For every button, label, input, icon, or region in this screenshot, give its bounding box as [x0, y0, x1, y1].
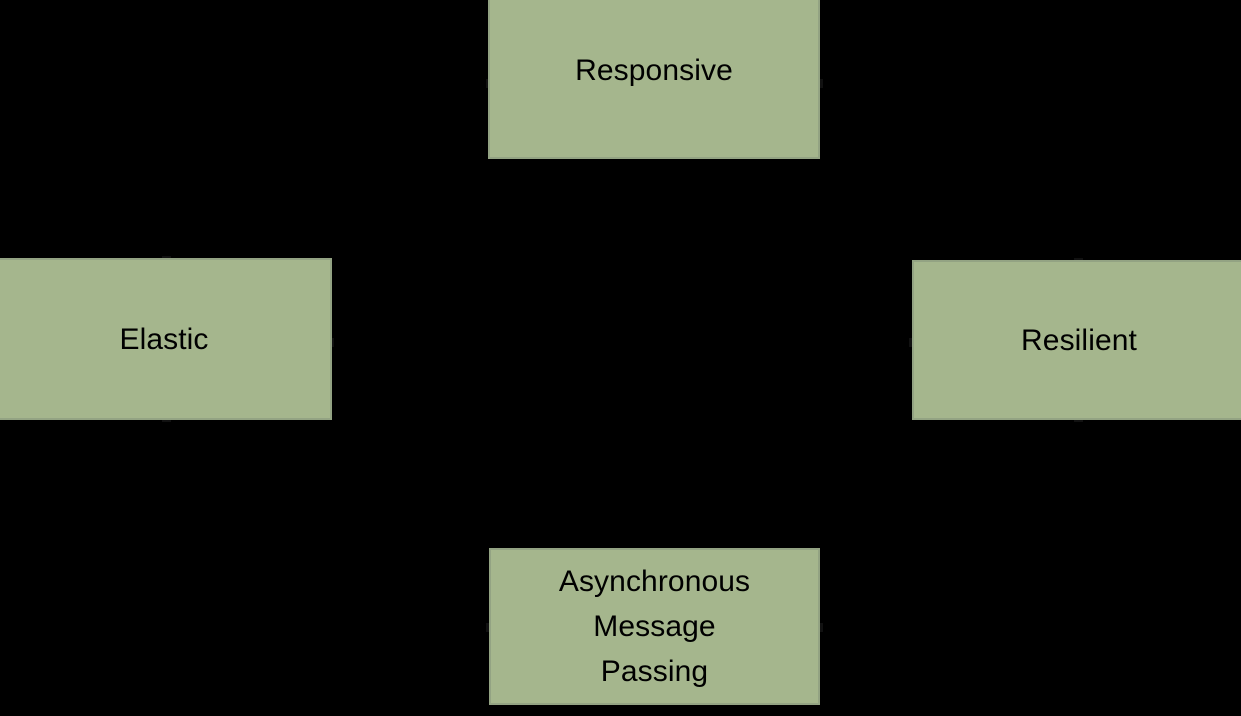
connector-async-to-elastic: [164, 420, 489, 629]
arrowhead-stub-async-left: [486, 623, 490, 632]
node-resilient-label: Resilient: [1021, 323, 1137, 357]
connector-resilient-to-responsive: [820, 81, 1080, 260]
arrowhead-stub-resilient-bottom: [1074, 418, 1083, 422]
node-resilient[interactable]: Resilient: [912, 260, 1241, 420]
node-responsive[interactable]: Responsive: [488, 0, 820, 159]
node-async-message-passing-label: Asynchronous Message Passing: [558, 565, 751, 688]
arrowhead-stub-elastic-bottom: [162, 418, 171, 422]
node-elastic-label: Elastic: [119, 322, 209, 356]
arrowhead-stub-elastic-right: [330, 338, 334, 347]
node-async-message-passing[interactable]: Asynchronous Message Passing: [489, 548, 820, 705]
connector-async-to-resilient: [820, 420, 1080, 629]
arrowhead-stub-async-right: [819, 623, 823, 632]
connector-elastic-to-responsive: [164, 81, 488, 258]
arrowhead-stub-responsive-right: [819, 79, 823, 88]
arrowhead-stub-resilient-left: [909, 338, 913, 347]
node-elastic[interactable]: Elastic: [0, 258, 332, 420]
node-responsive-label: Responsive: [575, 54, 733, 87]
